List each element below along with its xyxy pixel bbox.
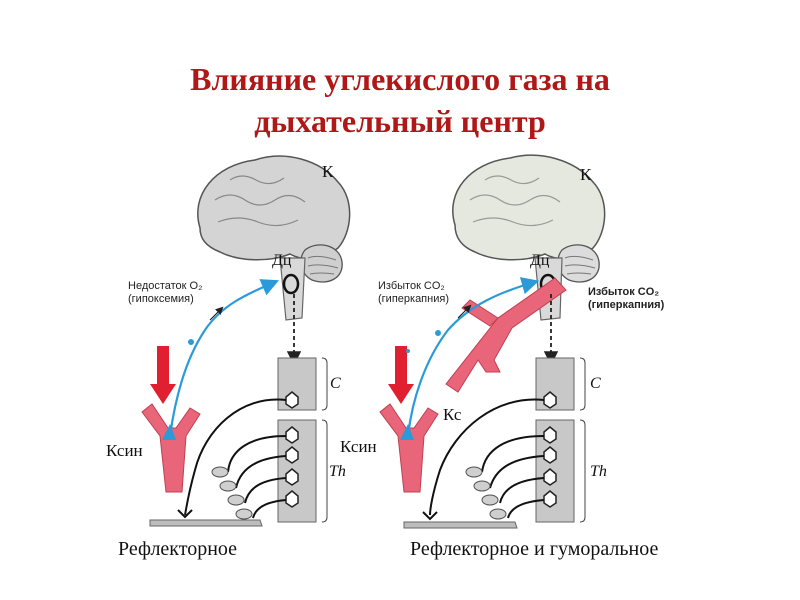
right-diaphragm xyxy=(404,522,517,528)
left-caption: Рефлекторное xyxy=(118,538,237,561)
right-stimulus-left-line1: Избыток CO₂ xyxy=(378,280,445,292)
right-label-ksin: Ксин xyxy=(340,437,377,456)
right-stimulus-arrow xyxy=(388,346,414,404)
right-brain: К Дц xyxy=(453,155,605,320)
right-caption: Рефлекторное и гуморальное xyxy=(410,538,658,561)
right-stimulus-left-line2: (гиперкапния) xyxy=(378,293,449,305)
right-stimulus-right-line2: (гиперкапния) xyxy=(588,299,665,311)
right-intercostal-muscles xyxy=(466,467,506,519)
right-spinal-cord: C Th xyxy=(536,358,607,522)
right-carotid-artery xyxy=(380,404,438,492)
right-label-c: C xyxy=(590,375,601,392)
right-label-th: Th xyxy=(590,463,607,480)
right-label-dc: Дц xyxy=(530,252,550,269)
right-stimulus-right-line1: Избыток CO₂ xyxy=(588,286,659,298)
right-label-k: К xyxy=(580,165,592,184)
right-label-kc: Кс xyxy=(443,405,462,424)
